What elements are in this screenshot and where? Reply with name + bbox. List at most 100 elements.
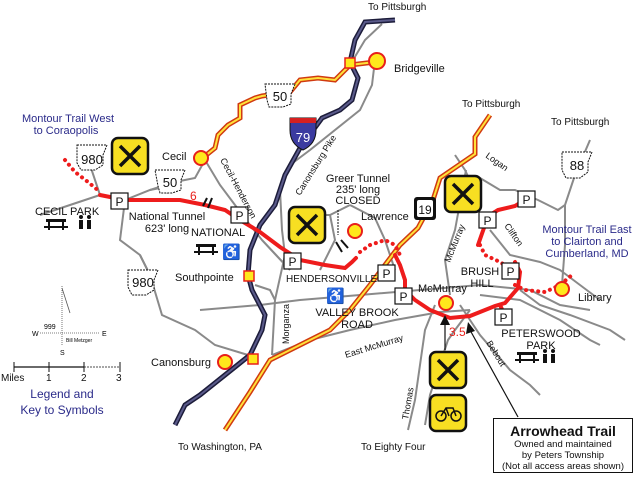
road-label: East McMurray <box>344 333 405 360</box>
parking-hendersonville-east[interactable]: P <box>377 264 396 282</box>
scale-bar: Miles 1 2 3 <box>1 362 122 384</box>
destination-label: To Washington, PA <box>178 442 262 453</box>
food-icon-cecil <box>110 136 150 176</box>
pa-50-shield-cecil: 50 <box>154 169 186 194</box>
svg-text:E: E <box>102 331 107 338</box>
arrowhead-trail-info-box: Arrowhead Trail Owned and maintained by … <box>493 418 633 473</box>
accessible-icon: ♿ <box>326 287 345 305</box>
svg-text:19: 19 <box>418 203 432 217</box>
us-19-shield: 19 <box>414 197 436 220</box>
montour-east-link[interactable]: to Clairton and <box>551 236 623 248</box>
pa-50-shield-top: 50 <box>264 83 296 108</box>
svg-text:P: P <box>235 209 243 223</box>
site-label: BRUSH <box>461 266 500 278</box>
destination-label: To Pittsburgh <box>462 99 520 110</box>
svg-text:P: P <box>522 193 530 207</box>
svg-text:50: 50 <box>273 89 287 104</box>
food-icon-mcmurray-north <box>443 174 483 214</box>
town-label: Bridgeville <box>394 63 445 75</box>
info-arrowhead <box>466 322 475 334</box>
montour-east-link[interactable]: Cumberland, MD <box>545 248 628 260</box>
svg-text:50: 50 <box>163 175 177 190</box>
site-label: PARK <box>526 340 556 352</box>
svg-text:S: S <box>60 350 65 357</box>
greer-tunnel-icon <box>335 239 349 253</box>
svg-text:P: P <box>288 255 296 269</box>
montour-west-link[interactable]: Montour Trail West <box>22 113 114 125</box>
svg-text:3: 3 <box>116 373 122 384</box>
svg-text:Miles: Miles <box>1 373 24 384</box>
pa-88-shield: 88 <box>561 151 593 179</box>
montour-west-link[interactable]: to Coraopolis <box>34 125 99 137</box>
site-label: ROAD <box>341 319 373 331</box>
info-pointer-arrow <box>469 329 519 418</box>
svg-text:999: 999 <box>44 324 56 331</box>
town-markers <box>193 52 570 370</box>
parking-cecil[interactable]: P <box>110 192 129 210</box>
town-label: Lawrence <box>361 211 409 223</box>
local-roads <box>39 23 626 431</box>
site-label: CLOSED <box>335 195 380 207</box>
montour-east-link[interactable]: Montour Trail East <box>542 224 631 236</box>
parking-peterswood[interactable]: P <box>494 308 513 326</box>
parking-logan[interactable]: P <box>517 190 536 208</box>
svg-text:P: P <box>506 265 514 279</box>
road-label: Logan <box>484 150 510 173</box>
mileage-label: 3.5 <box>449 325 466 339</box>
restroom-icon <box>543 349 555 363</box>
svg-text:1: 1 <box>46 373 52 384</box>
svg-text:980: 980 <box>132 275 154 290</box>
svg-text:980: 980 <box>81 152 103 167</box>
food-icon-mcmurray <box>428 350 468 390</box>
destination-label: To Pittsburgh <box>368 2 426 13</box>
site-label: 235' long <box>336 184 380 196</box>
svg-text:88: 88 <box>570 158 584 173</box>
legend-link[interactable]: Legend and <box>30 387 93 401</box>
town-label: Canonsburg <box>151 357 211 369</box>
info-line: Owned and maintained <box>514 439 612 450</box>
town-label: Cecil <box>162 151 186 163</box>
svg-text:P: P <box>483 214 491 228</box>
svg-text:P: P <box>399 290 407 304</box>
national-tunnel-icon <box>202 197 213 209</box>
site-label: PETERSWOOD <box>501 328 581 340</box>
svg-text:W: W <box>32 331 39 338</box>
mcmurray-arrowhead <box>440 315 450 325</box>
compass: W 999 E Bill Metzger S <box>32 286 107 357</box>
interstate-79 <box>172 17 396 427</box>
road-label: McMurray <box>443 222 467 263</box>
svg-text:2: 2 <box>81 373 87 384</box>
site-label: CECIL PARK <box>35 206 100 218</box>
town-label: Library <box>578 292 612 304</box>
svg-text:79: 79 <box>296 130 310 145</box>
info-line: (Not all access areas shown) <box>502 461 624 472</box>
svg-text:Bill Metzger: Bill Metzger <box>66 338 92 344</box>
pa-980-shield-top: 980 <box>76 144 108 171</box>
site-label: National Tunnel <box>129 211 205 223</box>
legend-link[interactable]: Key to Symbols <box>20 403 103 417</box>
svg-text:P: P <box>499 311 507 325</box>
road-label: Morganza <box>281 304 291 344</box>
road-label: Clifton <box>502 221 525 248</box>
parking-valley-brook[interactable]: P <box>394 287 413 305</box>
site-label: HENDERSONVILLE <box>286 274 377 285</box>
svg-text:P: P <box>115 195 123 209</box>
info-line: by Peters Township <box>521 450 605 461</box>
site-label: NATIONAL <box>191 227 245 239</box>
accessible-icon: ♿ <box>222 243 241 261</box>
food-icon-canonsburg-pike <box>287 205 327 245</box>
town-label: Southpointe <box>175 272 234 284</box>
mileage-label: 6 <box>190 189 197 203</box>
parking-hendersonville[interactable]: P <box>283 252 302 270</box>
parking-national[interactable]: P <box>230 206 249 224</box>
site-label: Greer Tunnel <box>326 173 390 185</box>
picnic-icon <box>194 244 218 255</box>
site-label: VALLEY BROOK <box>315 307 399 319</box>
pa-980-shield-bottom: 980 <box>127 269 159 296</box>
picnic-icon <box>44 219 68 230</box>
parking-brush-hill[interactable]: P <box>501 262 520 280</box>
destination-label: To Eighty Four <box>361 442 426 453</box>
interstate-79-shield: 79 <box>289 117 317 151</box>
parking-mcmurray-north[interactable]: P <box>478 211 497 229</box>
